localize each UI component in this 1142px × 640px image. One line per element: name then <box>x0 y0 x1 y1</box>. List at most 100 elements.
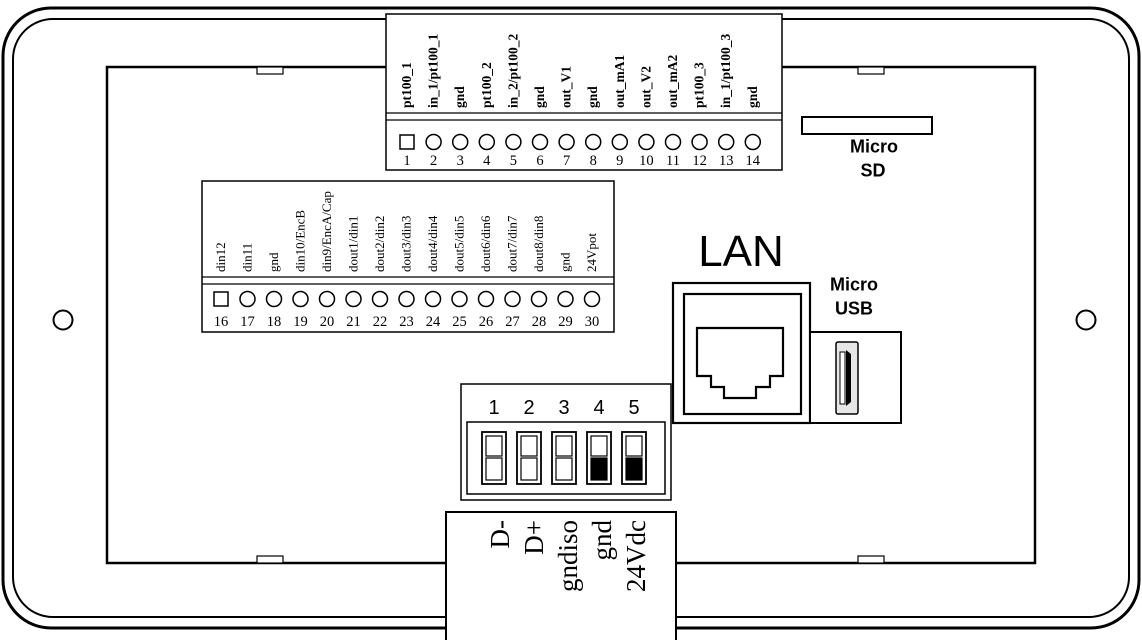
terminal-top-label-8: gnd <box>585 86 600 108</box>
terminal-top-pin-9 <box>611 133 629 151</box>
terminal-top-pin-8 <box>584 133 602 151</box>
clip-bottom-right <box>857 555 885 564</box>
terminal-mid-number-20: 20 <box>320 314 335 330</box>
terminal-mid-label-16: din12 <box>213 242 228 272</box>
terminal-top-pin-11 <box>664 133 682 151</box>
terminal-top-label-13: in_1/pt100_3 <box>718 33 733 108</box>
power-connector-label-1: D- <box>485 520 515 549</box>
terminal-mid-number-28: 28 <box>532 314 547 330</box>
terminal-mid-number-30: 30 <box>585 314 600 330</box>
terminal-mid-number-23: 23 <box>399 314 414 330</box>
terminal-top-number-6: 6 <box>536 153 543 169</box>
dip-switch-5[interactable] <box>621 431 647 485</box>
dip-switch-lever-5 <box>625 457 643 481</box>
terminal-mid-number-16: 16 <box>214 314 229 330</box>
terminal-top-pin-1 <box>399 134 415 150</box>
terminal-top-label-11: out_mA2 <box>665 55 680 108</box>
terminal-mid-label-27: dout7/din7 <box>505 215 520 272</box>
terminal-mid-label-21: dout1/din1 <box>346 216 361 272</box>
dip-switch-1[interactable] <box>481 431 507 485</box>
dip-switch-number-4: 4 <box>593 397 604 419</box>
terminal-top-pin-14 <box>744 133 762 151</box>
terminal-mid-pin-24 <box>424 290 442 308</box>
lan-port <box>671 281 812 425</box>
terminal-mid-pin-19 <box>292 290 309 308</box>
terminal-top-label-12: pt100_3 <box>692 62 707 108</box>
terminal-top-pin-13 <box>717 133 735 151</box>
micro-sd-label-line2: SD <box>860 160 885 180</box>
terminal-mid-number-25: 25 <box>452 314 467 330</box>
terminal-mid-number-18: 18 <box>267 314 282 330</box>
mount-hole-left <box>52 309 74 331</box>
dip-switch-lever-4 <box>590 457 608 481</box>
terminal-mid-pin-21 <box>345 290 362 308</box>
terminal-mid-label-25: dout5/din5 <box>452 216 467 272</box>
terminal-top-body <box>385 13 783 171</box>
terminal-mid-label-23: dout3/din3 <box>399 216 414 272</box>
terminal-mid-pin-29 <box>557 290 574 308</box>
clip-top-left <box>256 66 284 75</box>
terminal-top-number-9: 9 <box>616 153 623 169</box>
clip-top-right <box>857 66 885 75</box>
dip-switch-lever-3 <box>555 457 573 481</box>
terminal-top-label-6: gnd <box>532 86 547 108</box>
rj45-socket-icon <box>695 326 785 400</box>
micro-usb-port <box>809 331 902 424</box>
terminal-top-label-4: pt100_2 <box>479 62 494 108</box>
terminal-top-pin-7 <box>558 133 575 151</box>
terminal-mid-number-26: 26 <box>479 314 494 330</box>
terminal-mid-pin-28 <box>530 290 548 308</box>
dip-switch-3[interactable] <box>551 431 577 485</box>
terminal-top-label-5: in_2/pt100_2 <box>505 33 520 108</box>
dip-switch-number-5: 5 <box>628 397 639 419</box>
terminal-mid-label-30: 24Vpot <box>584 233 599 272</box>
terminal-top-number-8: 8 <box>590 153 597 169</box>
terminal-top-pin-4 <box>478 133 496 151</box>
terminal-mid-number-22: 22 <box>373 314 388 330</box>
dip-switch-4[interactable] <box>586 431 612 485</box>
terminal-mid-pin-20 <box>318 290 336 308</box>
terminal-top-number-11: 11 <box>666 153 680 169</box>
terminal-mid-pin-26 <box>477 290 495 308</box>
terminal-top-label-3: gnd <box>452 86 467 108</box>
terminal-mid-label-26: dout6/din6 <box>478 215 493 272</box>
terminal-mid-label-29: gnd <box>558 252 573 272</box>
terminal-mid-pin-16 <box>213 291 229 307</box>
dip-switch-number-3: 3 <box>558 397 569 419</box>
terminal-top-number-3: 3 <box>457 153 464 169</box>
terminal-top-number-4: 4 <box>483 153 491 169</box>
terminal-mid-number-27: 27 <box>505 314 520 330</box>
terminal-mid-number-17: 17 <box>240 314 255 330</box>
terminal-mid-number-21: 21 <box>346 314 361 330</box>
terminal-mid-pin-22 <box>371 290 389 308</box>
micro-usb-label-line1: Micro <box>830 274 878 294</box>
terminal-top-pin-10 <box>638 133 655 151</box>
dip-switch-number-2: 2 <box>523 397 534 419</box>
terminal-mid-pin-25 <box>451 290 468 308</box>
terminal-top-label-14: gnd <box>745 86 760 108</box>
terminal-mid-pin-30 <box>583 290 601 308</box>
terminal-top-number-10: 10 <box>639 153 654 169</box>
terminal-mid-label-20: din9/EncA/Cap <box>319 191 334 272</box>
terminal-mid-label-24: dout4/din4 <box>425 215 440 272</box>
dip-switch-block: 1 2 3 4 5 <box>460 383 672 501</box>
terminal-top-number-2: 2 <box>430 153 437 169</box>
terminal-top-pin-2 <box>425 133 442 151</box>
terminal-top-label-10: out_V2 <box>638 66 653 108</box>
terminal-mid-label-17: din11 <box>240 243 255 272</box>
terminal-mid-label-18: gnd <box>266 252 281 272</box>
lan-label: LAN <box>698 227 784 276</box>
terminal-mid-number-24: 24 <box>426 314 441 330</box>
dip-switch-2[interactable] <box>516 431 542 485</box>
micro-usb-label-line2: USB <box>835 298 873 318</box>
terminal-top-pin-12 <box>691 133 708 151</box>
terminal-top-number-13: 13 <box>719 153 734 169</box>
clip-bottom-left <box>256 555 284 564</box>
micro-sd-label-line1: Micro <box>850 136 898 156</box>
terminal-mid-pin-18 <box>265 290 283 308</box>
terminal-top-label-1: pt100_1 <box>399 62 414 108</box>
dip-switch-number-1: 1 <box>488 397 499 419</box>
